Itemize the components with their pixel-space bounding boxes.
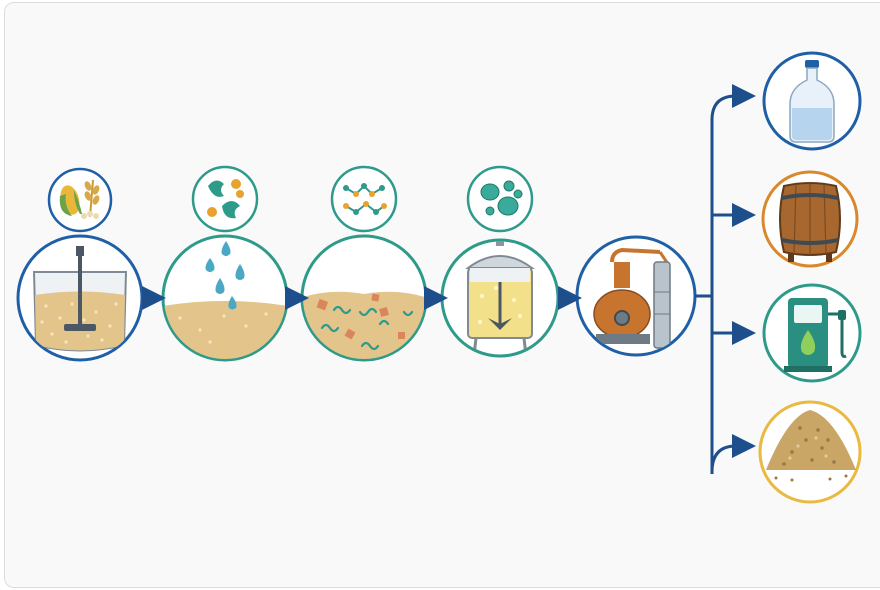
stage-saccharification bbox=[300, 165, 428, 362]
sugar-chain-icon bbox=[343, 183, 387, 215]
stage-mashing bbox=[16, 167, 144, 362]
product-barrel bbox=[761, 170, 859, 268]
mash-tank-icon bbox=[32, 246, 128, 352]
product-spirit-bottle bbox=[762, 51, 862, 151]
enzyme-icon bbox=[207, 179, 244, 219]
product-fuel-ethanol bbox=[762, 283, 862, 383]
still-icon bbox=[593, 247, 671, 349]
fermenter-icon bbox=[464, 241, 536, 355]
stage-distillation bbox=[575, 235, 697, 357]
fuel-pump-icon bbox=[784, 298, 847, 372]
yeast-icon bbox=[480, 180, 523, 216]
flow-arrows bbox=[142, 84, 756, 474]
product-distillers-grains bbox=[758, 400, 862, 504]
enzyme-icon-circle bbox=[191, 165, 259, 233]
stage-liquefaction bbox=[161, 165, 289, 362]
grain-icon bbox=[59, 179, 100, 219]
grain-pile-icon bbox=[766, 410, 856, 482]
grain-icon-circle bbox=[47, 167, 113, 233]
bottle-icon bbox=[789, 60, 835, 143]
yeast-icon-circle bbox=[466, 165, 534, 233]
sugar-chain-icon-circle bbox=[330, 165, 398, 233]
branch-arrows bbox=[695, 84, 756, 474]
barrel-icon bbox=[779, 182, 841, 262]
stage-fermentation bbox=[440, 165, 560, 358]
broken-starch-icon bbox=[303, 291, 425, 359]
